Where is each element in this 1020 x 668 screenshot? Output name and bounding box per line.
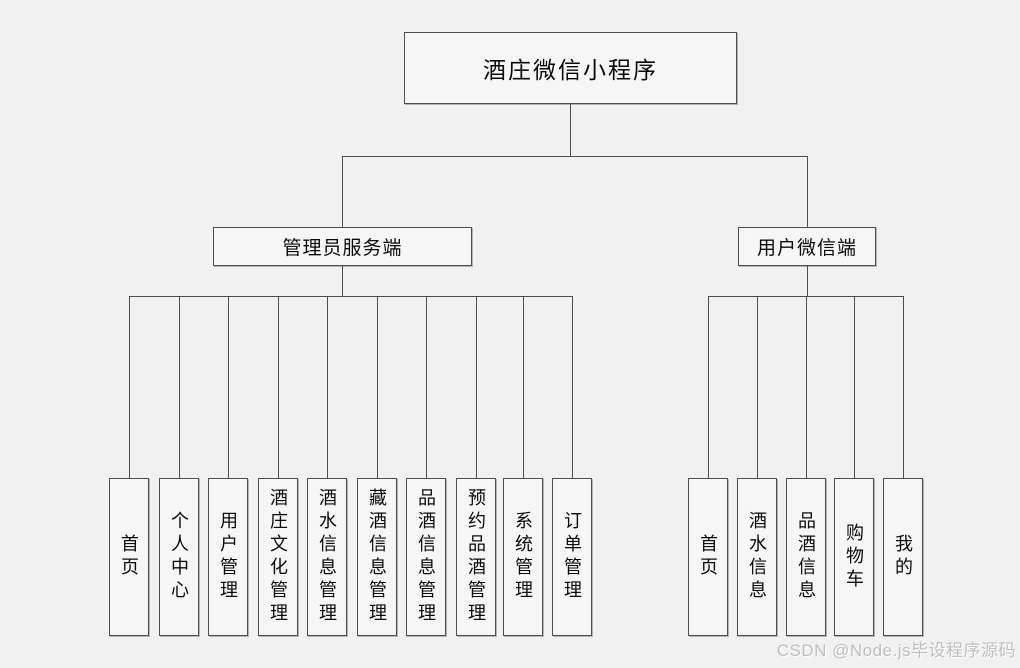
node-leaf-user-home: 首页 — [688, 296, 728, 636]
node-leaf-admin-system-mgmt: 系统管理 — [503, 296, 543, 636]
node-root: 酒庄微信小程序 — [404, 32, 737, 104]
leaf-label: 购物车 — [844, 522, 864, 592]
connector-line — [476, 296, 477, 478]
leaf-label: 首页 — [119, 534, 139, 580]
connector-line — [807, 266, 808, 296]
leaf-label: 藏酒信息管理 — [367, 488, 387, 626]
node-leaf-user-drinks-info: 酒水信息 — [737, 296, 777, 636]
connector-line — [572, 296, 573, 478]
node-user-wechat-label: 用户微信端 — [756, 238, 857, 259]
connector-line — [327, 296, 328, 478]
node-leaf-admin-drinks-info-mgmt: 酒水信息管理 — [307, 296, 347, 636]
connector-line — [278, 296, 279, 478]
node-leaf-admin-winery-culture-mgmt: 酒庄文化管理 — [258, 296, 298, 636]
node-leaf-admin-tasting-info-mgmt: 品酒信息管理 — [406, 296, 446, 636]
leaf-label: 我的 — [893, 534, 913, 580]
connector-line — [228, 296, 229, 478]
leaf-label: 系统管理 — [513, 511, 533, 603]
node-leaf-admin-order-mgmt: 订单管理 — [552, 296, 592, 636]
connector-line — [426, 296, 427, 478]
connector-line — [708, 296, 709, 478]
connector-line — [807, 156, 808, 227]
node-user-wechat: 用户微信端 — [738, 227, 876, 266]
node-leaf-admin-home: 首页 — [109, 296, 149, 636]
node-admin-server: 管理员服务端 — [213, 227, 472, 266]
node-leaf-admin-cellar-wine-info-mgmt: 藏酒信息管理 — [357, 296, 397, 636]
connector-line — [129, 296, 130, 478]
node-admin-server-label: 管理员服务端 — [282, 238, 403, 259]
node-leaf-admin-personal-center: 个人中心 — [159, 296, 199, 636]
leaf-label: 酒水信息 — [747, 511, 767, 603]
connector-line — [129, 296, 573, 297]
node-leaf-admin-tasting-booking-mgmt: 预约品酒管理 — [456, 296, 496, 636]
node-root-label: 酒庄微信小程序 — [483, 58, 658, 83]
leaf-label: 个人中心 — [169, 511, 189, 603]
leaf-label: 酒水信息管理 — [317, 488, 337, 626]
node-leaf-user-tasting-info: 品酒信息 — [786, 296, 826, 636]
connector-line — [806, 296, 807, 478]
node-leaf-user-cart: 购物车 — [834, 296, 874, 636]
node-leaf-admin-user-mgmt: 用户管理 — [208, 296, 248, 636]
leaf-label: 酒庄文化管理 — [268, 488, 288, 626]
leaf-label: 品酒信息 — [796, 511, 816, 603]
watermark: CSDN @Node.js毕设程序源码 — [776, 641, 1016, 660]
connector-line — [757, 296, 758, 478]
leaf-label: 首页 — [698, 534, 718, 580]
node-leaf-user-mine: 我的 — [883, 296, 923, 636]
leaf-label: 用户管理 — [218, 511, 238, 603]
connector-line — [342, 266, 343, 296]
leaf-label: 预约品酒管理 — [466, 488, 486, 626]
connector-line — [179, 296, 180, 478]
connector-line — [342, 156, 808, 157]
leaf-label: 订单管理 — [562, 511, 582, 603]
connector-line — [903, 296, 904, 478]
connector-line — [377, 296, 378, 478]
leaf-label: 品酒信息管理 — [416, 488, 436, 626]
connector-line — [523, 296, 524, 478]
connector-line — [570, 104, 571, 156]
connector-line — [854, 296, 855, 478]
connector-line — [342, 156, 343, 227]
